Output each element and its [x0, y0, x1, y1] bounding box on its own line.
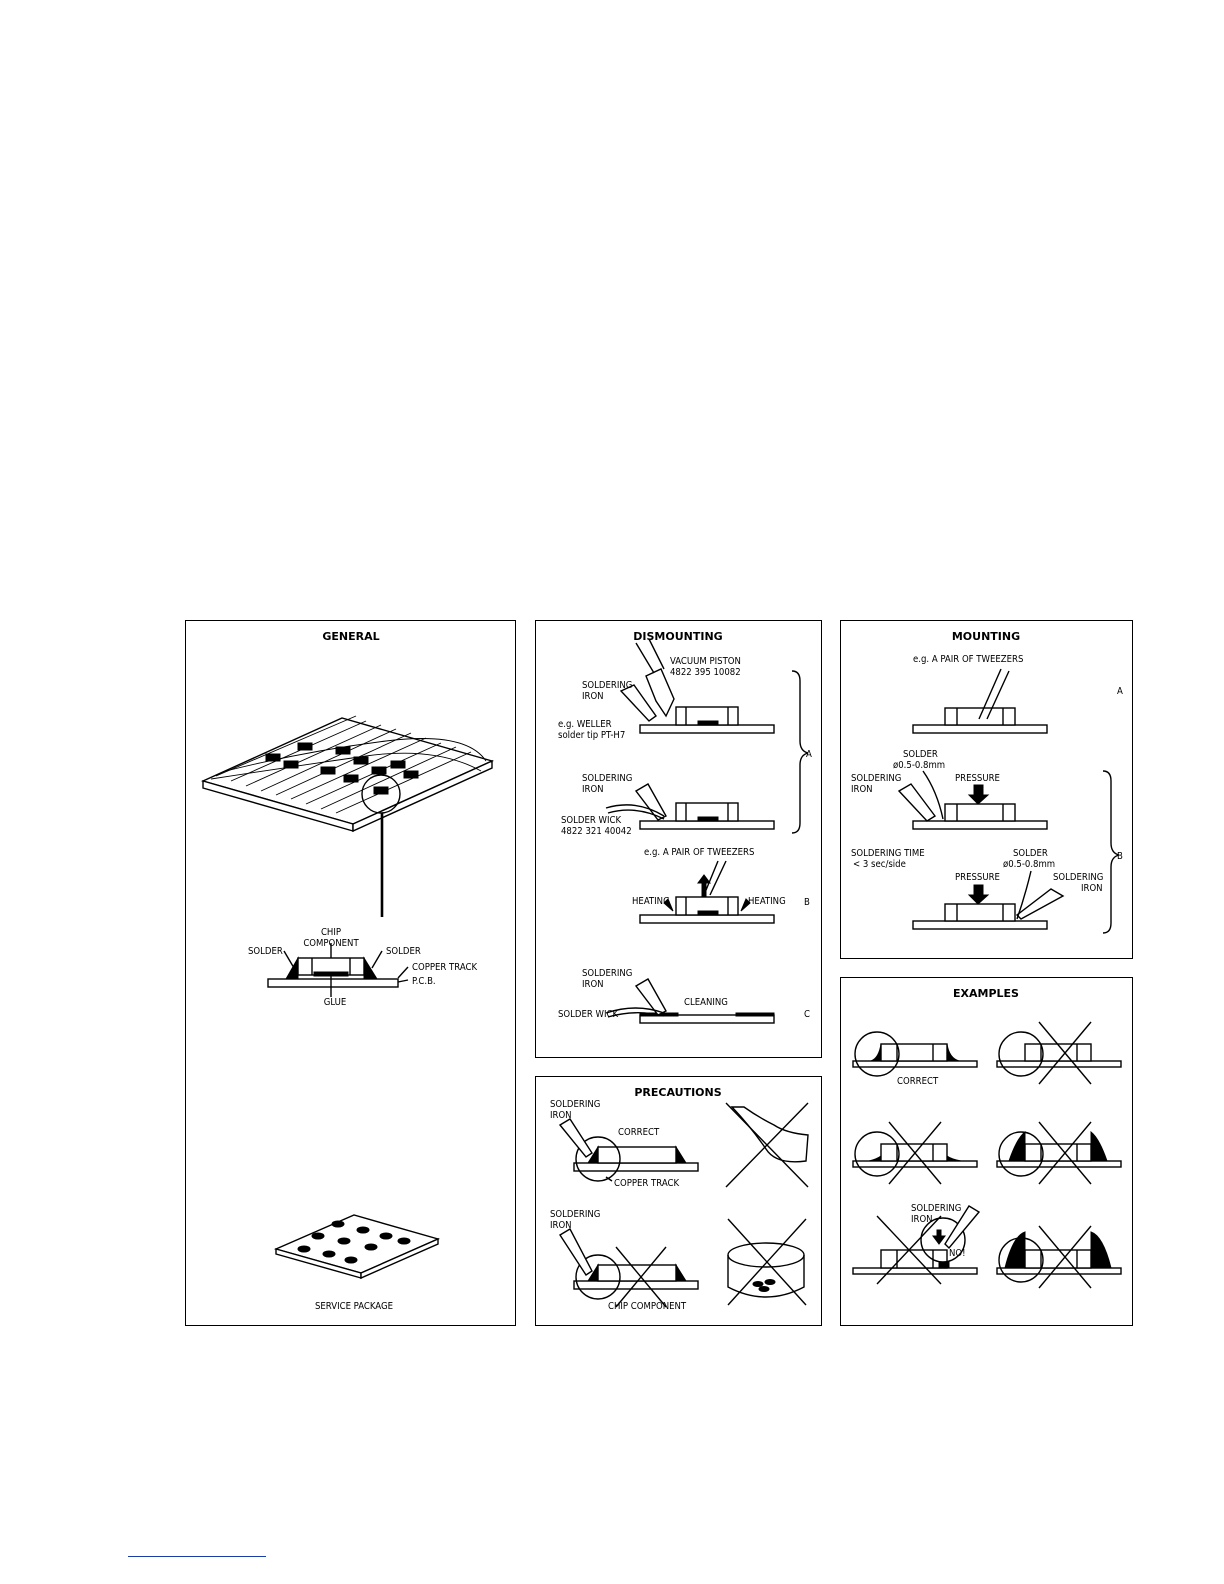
examples-soldering-label-a: SOLDERING: [911, 1203, 961, 1214]
solder-left-label: SOLDER: [248, 946, 283, 957]
general-illustration: GENERAL CHIP: [200, 630, 495, 1312]
soldering-iron-label-m1b: IRON: [851, 784, 873, 795]
prec-soldering-label-1a: SOLDERING: [550, 1099, 600, 1110]
prec-chip-component-label: CHIP COMPONENT: [608, 1301, 687, 1312]
examples-illustration: EXAMPLES CORRECT SOLDERING IRON: [852, 987, 1122, 1289]
prec-soldering-label-2a: SOLDERING: [550, 1209, 600, 1220]
cleaning-label: CLEANING: [684, 997, 728, 1008]
prec-copper-track-label: COPPER TRACK: [614, 1178, 679, 1189]
examples-panel: EXAMPLES CORRECT SOLDERING IRON: [840, 977, 1133, 1326]
precautions-panel: PRECAUTIONS SOLDERING IRON CORRECT COPPE…: [535, 1076, 822, 1326]
general-panel: GENERAL CHIP: [185, 620, 516, 1326]
mount-label-a: A: [1117, 686, 1123, 697]
heating-left-label: HEATING: [632, 896, 670, 907]
mounting-illustration: MOUNTING e.g. A PAIR OF TWEEZERS A SOLDE…: [851, 630, 1123, 934]
soldering-iron-label-m1a: SOLDERING: [851, 773, 901, 784]
soldering-iron-label-1b: IRON: [582, 691, 604, 702]
dismount-label-c: C: [804, 1009, 810, 1020]
example-wrong-2-drawing: [852, 1121, 978, 1185]
solder-right-label: SOLDER: [386, 946, 421, 957]
soldering-time-value: < 3 sec/side: [853, 859, 906, 870]
soldering-iron-label-3b: IRON: [582, 979, 604, 990]
pcb-label: P.C.B.: [412, 976, 436, 987]
example-wrong-5-drawing: [996, 1225, 1122, 1289]
prec-hand-no-drawing: [725, 1102, 809, 1188]
solder-diameter-label: ø0.5-0.8mm: [893, 760, 945, 771]
vacuum-piston-label: VACUUM PISTON: [670, 656, 741, 667]
service-package-label: SERVICE PACKAGE: [315, 1301, 393, 1312]
pcb-board-drawing: [200, 715, 495, 917]
soldering-iron-label-3a: SOLDERING: [582, 968, 632, 979]
dismount-cleaning-drawing: [605, 978, 775, 1024]
solder-diameter-label-2: ø0.5-0.8mm: [1003, 859, 1055, 870]
prec-correct-label: CORRECT: [618, 1127, 660, 1138]
dismount-label-a: A: [806, 749, 812, 760]
bracket-b: [1102, 770, 1120, 934]
general-title: GENERAL: [322, 630, 379, 643]
example-wrong-4-drawing: [852, 1205, 981, 1285]
soldering-time-label: SOLDERING TIME: [851, 848, 925, 859]
soldering-iron-label-2b: IRON: [582, 784, 604, 795]
dismounting-title: DISMOUNTING: [633, 630, 722, 643]
dismounting-panel: DISMOUNTING VACUUM PISTON 4822 395 10082…: [535, 620, 822, 1058]
glue-label: GLUE: [324, 997, 347, 1008]
tweezers-label-mount: e.g. A PAIR OF TWEEZERS: [913, 654, 1023, 665]
examples-title: EXAMPLES: [953, 987, 1019, 1000]
weller-label: e.g. WELLER: [558, 719, 612, 730]
prec-correct-drawing: [558, 1118, 699, 1182]
tweezers-label-dismount: e.g. A PAIR OF TWEEZERS: [644, 847, 754, 858]
pressure-label-1: PRESSURE: [955, 773, 1000, 784]
dismount-wick-drawing: [605, 783, 775, 830]
soldering-iron-label-2a: SOLDERING: [582, 773, 632, 784]
heating-right-label: HEATING: [748, 896, 786, 907]
solder-label-mount: SOLDER: [903, 749, 938, 760]
mount-step-a-drawing: [912, 668, 1048, 734]
dismount-vacuum-drawing: [619, 638, 775, 734]
dismount-label-b: B: [804, 897, 810, 908]
mount-step-b2-drawing: [912, 870, 1065, 930]
soldering-iron-label-m2a: SOLDERING: [1053, 872, 1103, 883]
copper-track-label: COPPER TRACK: [412, 962, 477, 973]
examples-correct-label: CORRECT: [897, 1076, 939, 1087]
mount-label-b: B: [1117, 851, 1123, 862]
pressure-label-2: PRESSURE: [955, 872, 1000, 883]
solder-wick-label-2: SOLDER WICK: [558, 1009, 618, 1020]
prec-jar-no-drawing: [727, 1218, 807, 1306]
precautions-illustration: PRECAUTIONS SOLDERING IRON CORRECT COPPE…: [550, 1086, 809, 1312]
mounting-panel: MOUNTING e.g. A PAIR OF TWEEZERS A SOLDE…: [840, 620, 1133, 959]
soldering-iron-label-m2b: IRON: [1081, 883, 1103, 894]
example-wrong-3-drawing: [996, 1121, 1122, 1185]
prec-soldering-label-2b: IRON: [550, 1220, 572, 1231]
footer-rule: [128, 1556, 266, 1557]
example-wrong-1-drawing: [996, 1021, 1122, 1085]
precautions-title: PRECAUTIONS: [634, 1086, 721, 1099]
prec-wrong-drawing: [559, 1228, 699, 1308]
solder-label-mount-2: SOLDER: [1013, 848, 1048, 859]
service-package-drawing: [273, 1214, 441, 1280]
solder-wick-label: SOLDER WICK: [561, 815, 621, 826]
vacuum-part-number: 4822 395 10082: [670, 667, 741, 678]
examples-no-label: NO!: [949, 1248, 966, 1259]
dismounting-illustration: DISMOUNTING VACUUM PISTON 4822 395 10082…: [558, 630, 812, 1024]
solder-tip-label: solder tip PT-H7: [558, 730, 625, 741]
mount-step-b1-drawing: [897, 770, 1048, 830]
chip-label: CHIP: [321, 927, 341, 938]
component-label: COMPONENT: [303, 938, 359, 949]
mounting-title: MOUNTING: [952, 630, 1020, 643]
wick-part-number: 4822 321 40042: [561, 826, 632, 837]
prec-soldering-label-1b: IRON: [550, 1110, 572, 1121]
bracket-a: [791, 670, 809, 834]
examples-soldering-label-b: IRON: [911, 1214, 933, 1225]
soldering-iron-label-1a: SOLDERING: [582, 680, 632, 691]
chip-cross-section: [267, 943, 409, 997]
example-correct-drawing: [852, 1031, 978, 1077]
dismount-heating-drawing: [639, 860, 775, 924]
